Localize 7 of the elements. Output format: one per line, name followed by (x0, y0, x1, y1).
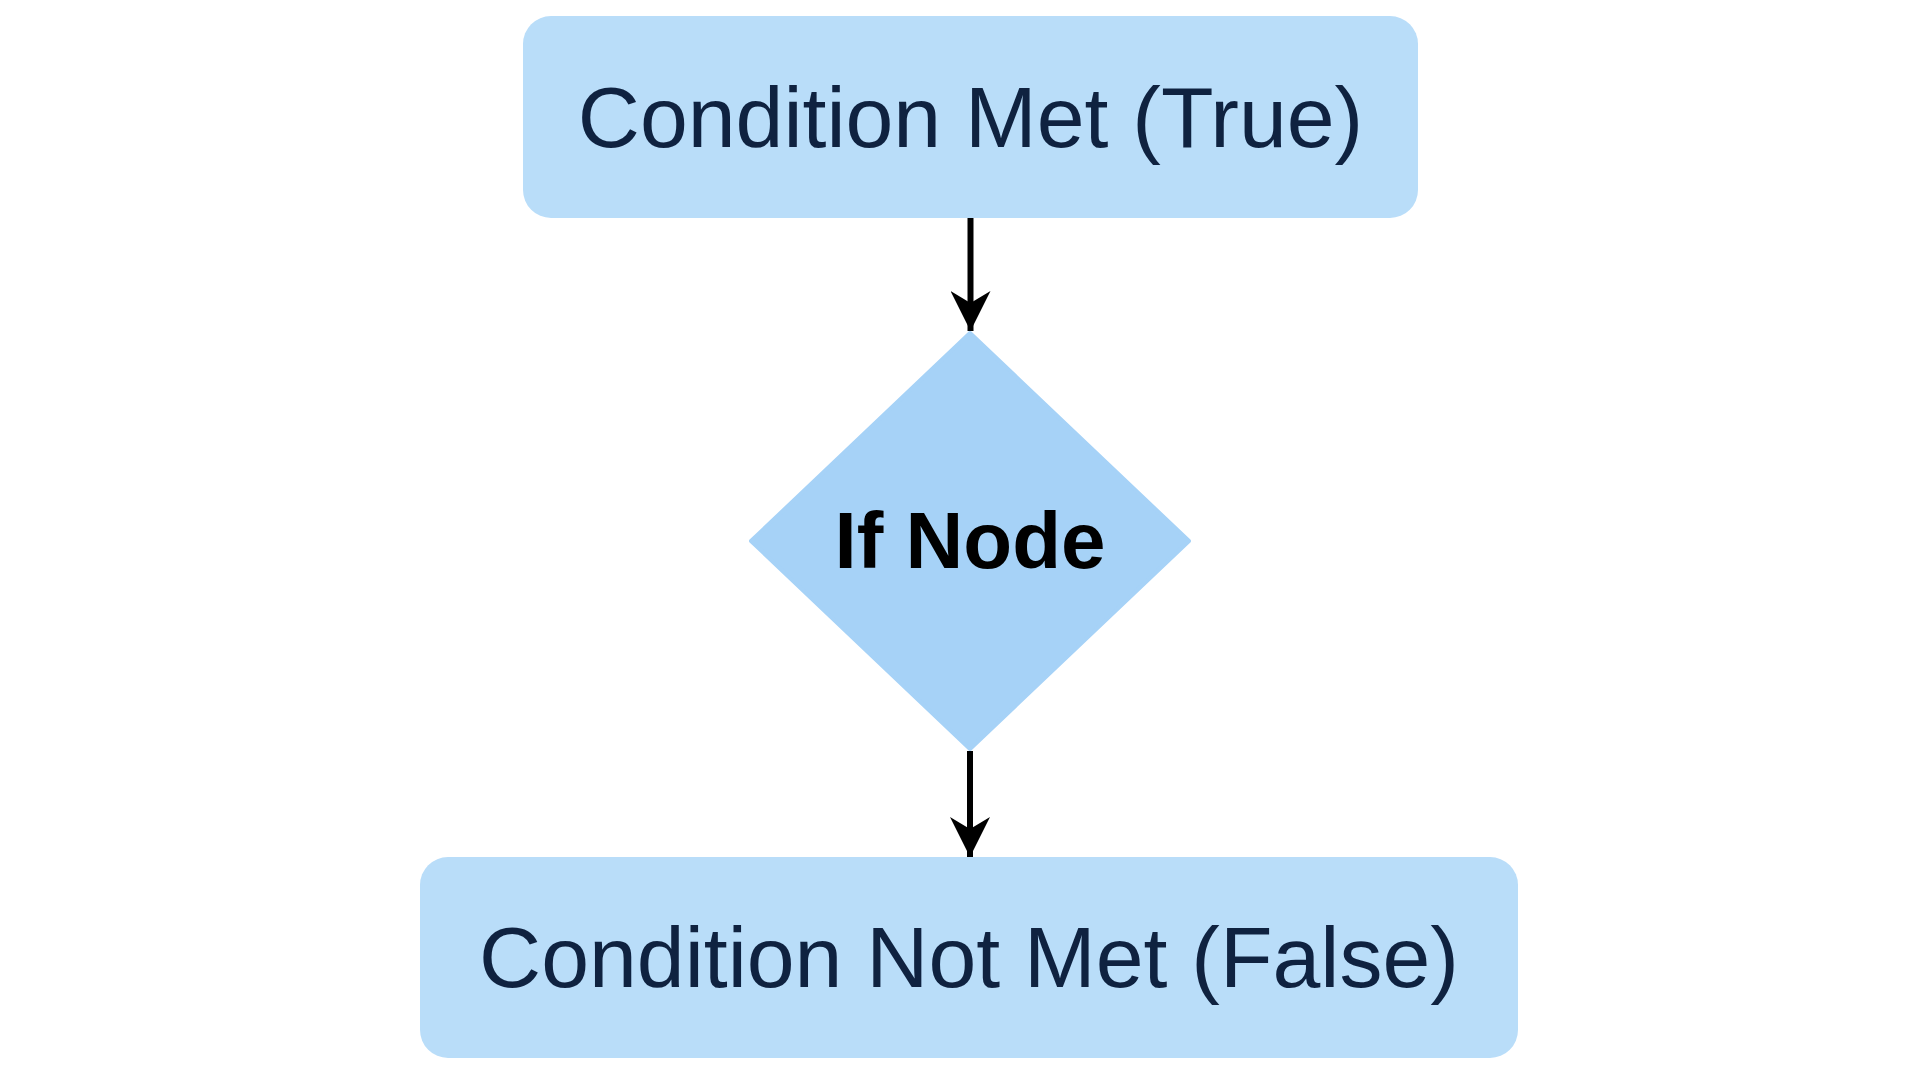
node-label: Condition Met (True) (577, 67, 1364, 167)
arrow (950, 218, 991, 331)
arrow (950, 751, 990, 857)
node-label: Condition Not Met (False) (479, 908, 1459, 1007)
process-box (523, 16, 1418, 218)
process-box (420, 857, 1518, 1058)
node-label: If Node (834, 495, 1106, 587)
